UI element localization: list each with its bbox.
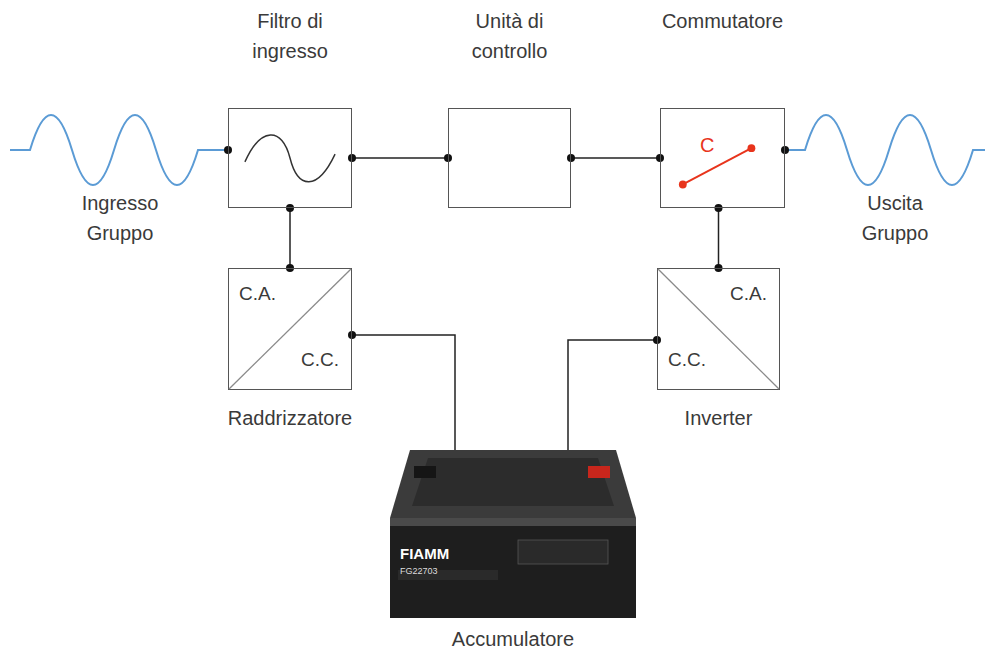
port-label: Uscita Gruppo <box>835 188 955 248</box>
wire-connector <box>715 204 723 272</box>
current-type-label: C.C. <box>301 349 339 371</box>
junction-dot <box>348 154 356 162</box>
junction-dot <box>286 204 294 212</box>
wire-line <box>352 335 455 450</box>
block-title: Inverter <box>619 403 819 433</box>
wire-connector <box>348 331 455 450</box>
wire-line <box>571 157 660 159</box>
wire-line <box>718 208 720 268</box>
junction-dot <box>567 154 575 162</box>
block-title: Commutatore <box>623 6 823 36</box>
junction-dot <box>715 204 723 212</box>
block-box: CommutatoreC <box>660 108 785 208</box>
port-label: Ingresso Gruppo <box>60 188 180 248</box>
battery-print: FIAMM <box>400 545 470 563</box>
wire-connector <box>567 154 664 162</box>
wire-line <box>352 157 448 159</box>
junction-dot <box>781 146 789 154</box>
filter-symbol <box>229 109 351 207</box>
junction-dot <box>348 331 356 339</box>
block-box: RaddrizzatoreC.A.C.C. <box>228 268 352 390</box>
block-box: InverterC.A.C.C. <box>657 268 780 390</box>
wire-connector <box>286 204 294 272</box>
current-type-label: C.C. <box>668 349 706 371</box>
battery-print: FG22703 <box>400 566 470 577</box>
block-title: Unità di controllo <box>440 6 580 66</box>
wire-connector <box>348 154 452 162</box>
block-title: Raddrizzatore <box>190 403 390 433</box>
block-title: Filtro di ingresso <box>220 6 360 66</box>
current-type-label: C.A. <box>730 283 767 305</box>
switch-label: C <box>700 134 714 156</box>
input-sine-wave <box>10 115 228 185</box>
wire-connector <box>568 336 661 450</box>
current-type-label: C.A. <box>239 283 276 305</box>
output-sine-wave <box>785 115 985 185</box>
block-title: Accumulatore <box>388 624 638 654</box>
wire-line <box>568 340 657 450</box>
wire-line <box>289 208 291 268</box>
switch-symbol <box>661 109 784 207</box>
block-box: Unità di controllo <box>448 108 571 208</box>
block-box: Filtro di ingresso <box>228 108 352 208</box>
